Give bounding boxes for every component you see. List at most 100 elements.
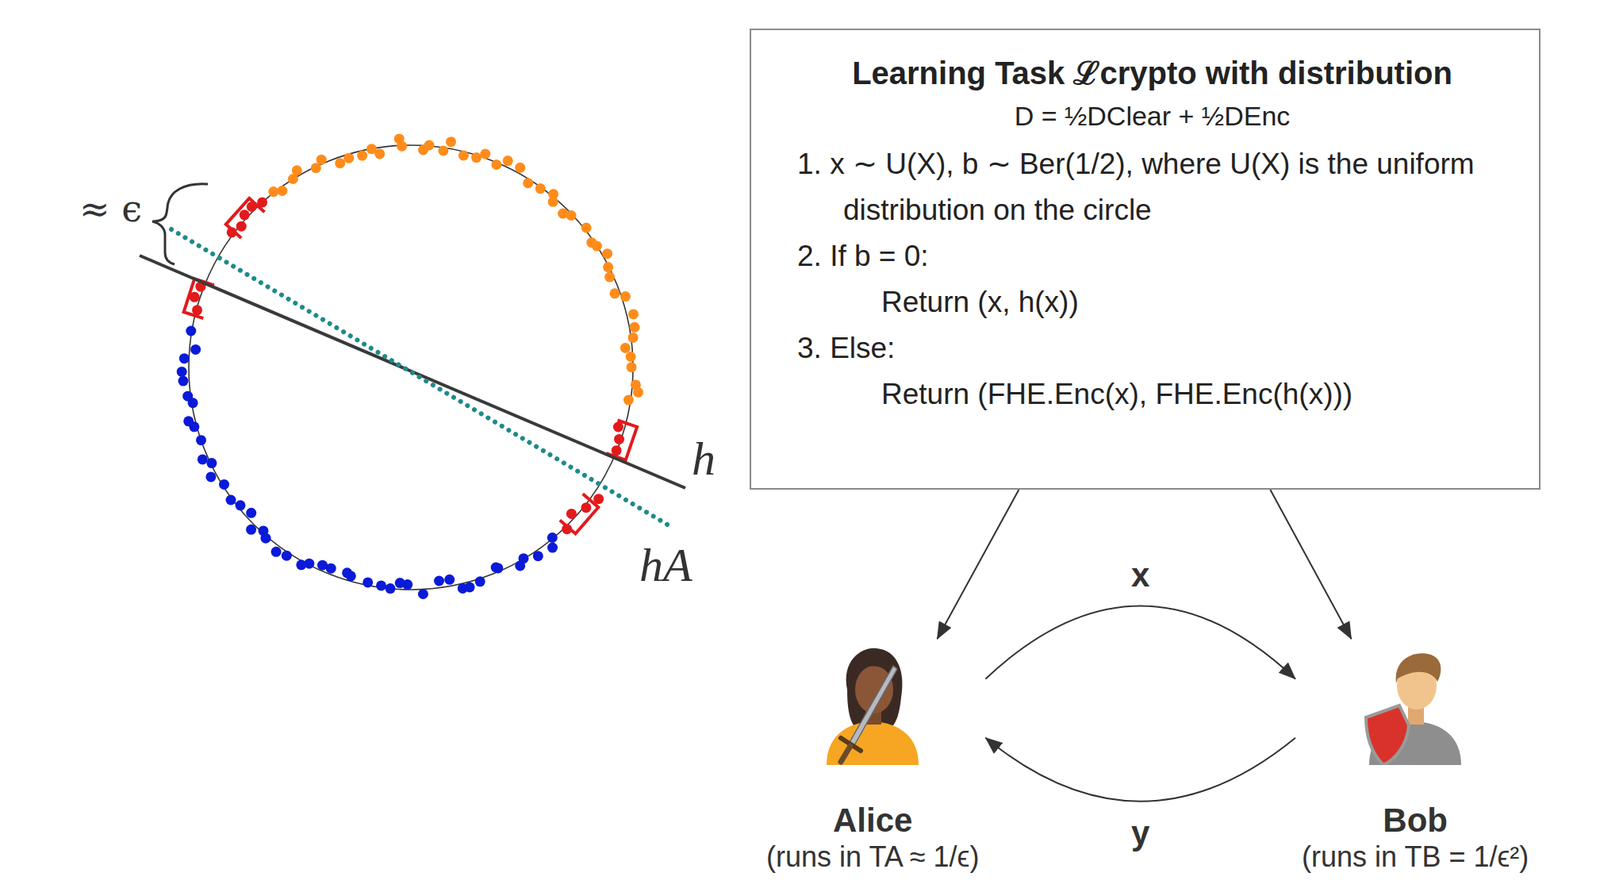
data-point bbox=[445, 136, 457, 147]
data-point bbox=[197, 453, 208, 465]
message-label: y bbox=[1128, 813, 1153, 852]
data-point bbox=[629, 322, 641, 333]
data-point bbox=[317, 560, 328, 571]
data-point bbox=[182, 391, 193, 402]
error-bracket bbox=[226, 198, 265, 238]
data-point bbox=[334, 157, 346, 169]
data-point bbox=[502, 155, 514, 166]
data-point bbox=[437, 145, 449, 157]
data-point bbox=[268, 186, 279, 197]
data-point bbox=[376, 579, 387, 591]
data-point bbox=[566, 508, 577, 519]
data-point bbox=[291, 164, 303, 176]
hair bbox=[1396, 652, 1442, 683]
data-point bbox=[522, 177, 534, 189]
data-point bbox=[491, 562, 502, 573]
data-point bbox=[613, 433, 625, 445]
epsilon-brace bbox=[152, 184, 208, 265]
data-point bbox=[591, 241, 603, 252]
error-brackets bbox=[184, 198, 638, 534]
step-text: 1. x ∼ U(X), b ∼ Ber(1/2), where U(X) is… bbox=[797, 141, 1508, 234]
data-point bbox=[458, 150, 469, 162]
data-point bbox=[533, 550, 544, 561]
data-point bbox=[628, 308, 639, 319]
data-point bbox=[195, 434, 207, 446]
data-point bbox=[633, 387, 644, 398]
data-point bbox=[548, 196, 559, 208]
data-point bbox=[610, 287, 621, 299]
message-arrow bbox=[985, 737, 1296, 802]
data-point bbox=[547, 542, 558, 553]
data-point bbox=[245, 507, 257, 518]
data-point bbox=[218, 479, 230, 490]
data-point bbox=[514, 560, 526, 571]
data-point bbox=[602, 261, 614, 273]
data-point bbox=[418, 588, 429, 599]
data-point bbox=[580, 502, 591, 513]
data-point bbox=[271, 546, 282, 557]
data-point bbox=[295, 559, 307, 570]
data-point bbox=[547, 532, 558, 543]
error-bracket bbox=[560, 493, 599, 534]
error-bracket bbox=[606, 419, 637, 460]
data-point bbox=[245, 524, 257, 535]
data-point bbox=[226, 494, 237, 506]
boundary-label: h bbox=[691, 434, 716, 483]
data-point bbox=[258, 525, 269, 536]
boundary-label: hA bbox=[639, 541, 693, 589]
runtime-note: (runs in TB = 1/ϵ²) bbox=[1301, 839, 1529, 875]
data-point bbox=[444, 574, 455, 585]
alice-icon bbox=[817, 641, 929, 765]
message-arrow bbox=[1270, 489, 1351, 639]
step-text: Return (FHE.Enc(x), FHE.Enc(h(x))) bbox=[797, 371, 1508, 418]
data-point bbox=[626, 361, 637, 373]
data-point bbox=[236, 221, 247, 232]
data-point bbox=[374, 148, 385, 159]
data-point bbox=[190, 344, 201, 355]
data-point bbox=[620, 342, 631, 353]
data-point bbox=[205, 471, 216, 482]
data-point bbox=[341, 567, 353, 578]
body bbox=[826, 721, 919, 765]
data-point bbox=[316, 154, 327, 165]
box-heading: Learning Task ℒcrypto with distribution bbox=[797, 50, 1508, 96]
data-point bbox=[235, 499, 246, 511]
data-point bbox=[206, 457, 217, 469]
data-point bbox=[623, 395, 634, 406]
party-node: Alice(runs in TA ≈ 1/ϵ) bbox=[759, 638, 986, 875]
bob-icon bbox=[1359, 641, 1471, 765]
hair-back bbox=[846, 648, 903, 726]
data-point bbox=[602, 248, 613, 259]
data-point bbox=[475, 575, 486, 587]
data-point bbox=[479, 149, 491, 160]
epsilon-label: ≈ ϵ bbox=[79, 190, 142, 227]
step-text: 2. If b = 0: bbox=[797, 233, 1508, 280]
data-point bbox=[281, 550, 292, 561]
step-text: 3. Else: bbox=[797, 325, 1508, 372]
task-box: Learning Task ℒcrypto with distributionD… bbox=[749, 28, 1541, 490]
data-point bbox=[183, 415, 194, 426]
data-point bbox=[620, 291, 631, 302]
data-circle bbox=[188, 145, 634, 590]
data-point bbox=[491, 159, 502, 170]
party-node: Bob(runs in TB = 1/ϵ²) bbox=[1295, 638, 1535, 875]
alice-boundary-line bbox=[171, 229, 669, 526]
runtime-note: (runs in TA ≈ 1/ϵ) bbox=[766, 839, 979, 875]
message-arrow bbox=[937, 489, 1020, 639]
data-point bbox=[362, 576, 373, 588]
data-point bbox=[178, 376, 189, 387]
data-point bbox=[176, 366, 188, 377]
data-point bbox=[471, 152, 482, 163]
data-point bbox=[185, 326, 196, 337]
step-text: Return (x, h(x)) bbox=[797, 279, 1508, 326]
data-point bbox=[625, 351, 637, 362]
data-point bbox=[276, 185, 288, 196]
data-point bbox=[396, 141, 407, 152]
party-name: Bob bbox=[1382, 801, 1448, 840]
data-point bbox=[179, 352, 190, 364]
data-point bbox=[566, 210, 577, 221]
data-point bbox=[535, 183, 546, 194]
sword-blade bbox=[848, 665, 898, 747]
data-point bbox=[239, 209, 250, 220]
data-point bbox=[385, 583, 396, 594]
